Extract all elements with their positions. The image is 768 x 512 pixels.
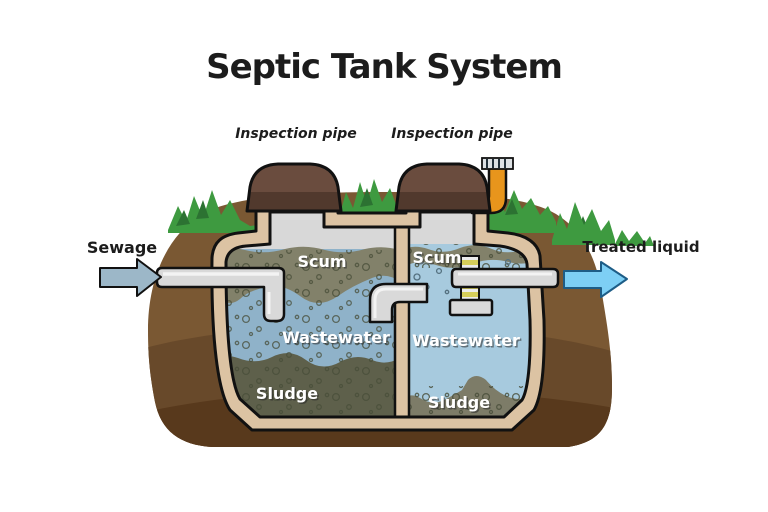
grass-tuft-far-right: [614, 230, 654, 246]
label-sludge-left: Sludge: [256, 384, 318, 403]
title: Septic Tank System: [206, 47, 562, 87]
inspection-cap-right: [394, 162, 492, 213]
tank-wall: [210, 202, 546, 432]
label-sludge-right: Sludge: [428, 393, 490, 412]
outlet-pipe-body: [450, 267, 560, 289]
vent-cap-slats: [486, 159, 506, 168]
transfer-elbow-highlight: [373, 287, 423, 318]
sewage-arrow: [99, 258, 162, 297]
label-treated-liquid: Treated liquid: [582, 238, 699, 256]
label-wastewater-right: Wastewater: [412, 331, 520, 350]
grass-tuft-right: [552, 202, 615, 245]
inspection-cap-left: [245, 162, 343, 213]
label-sewage: Sewage: [87, 238, 157, 257]
filter-base: [448, 298, 494, 317]
vent-cap: [481, 157, 514, 170]
label-inspection-pipe-right: Inspection pipe: [391, 126, 513, 142]
label-scum-left: Scum: [297, 252, 346, 271]
label-wastewater-left: Wastewater: [282, 328, 390, 347]
treated-liquid-arrow: [563, 261, 628, 298]
label-inspection-pipe-left: Inspection pipe: [235, 126, 357, 142]
outlet-pipe: [450, 267, 560, 289]
transfer-elbow-pipe: [368, 282, 429, 324]
divider-wall: [393, 220, 411, 422]
label-scum-right: Scum: [412, 248, 461, 267]
transfer-elbow-body: [368, 282, 429, 324]
